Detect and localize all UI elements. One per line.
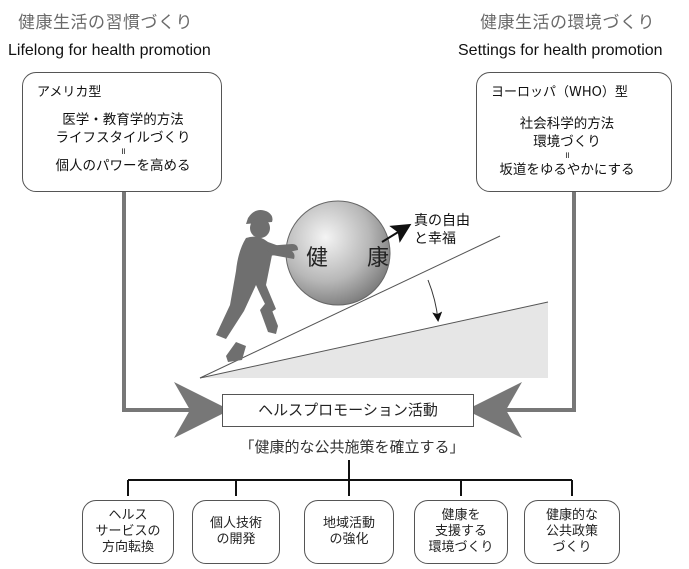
bottom-box-supportive-environments: 健康を 支援する 環境づくり	[414, 500, 508, 564]
europe-line1: 社会科学的方法	[519, 116, 615, 132]
right-connector-line	[466, 188, 576, 438]
bottom-box-line: 環境づくり	[428, 540, 494, 555]
bottom-box-line: 地域活動	[322, 516, 375, 531]
bottom-box-line: 公共政策	[545, 524, 598, 539]
climbing-figure	[216, 210, 298, 362]
america-type-label: アメリカ型	[37, 85, 102, 100]
bottom-box-line: づくり	[552, 540, 592, 555]
america-line2: ライフスタイルづくり	[55, 130, 191, 146]
goal-label: 真の自由 と幸福	[414, 212, 470, 248]
bottom-box-line: の開発	[216, 532, 256, 547]
goal-line2: と幸福	[414, 231, 456, 247]
left-heading-subtitle: Lifelong for health promotion	[8, 42, 211, 59]
bottom-box-line: 方向転換	[101, 540, 154, 555]
goal-line1: 真の自由	[414, 213, 470, 229]
bottom-box-line: 支援する	[434, 524, 487, 539]
europe-type-box: ヨーロッパ（WHO）型 社会科学的方法 環境づくり ॥ 坂道をゆるやかにする	[476, 72, 672, 192]
left-connector-line	[122, 188, 230, 438]
goal-arrow	[381, 223, 412, 243]
europe-equals: ॥	[564, 151, 570, 161]
right-heading-subtitle: Settings for health promotion	[458, 42, 663, 59]
bottom-box-line: 個人技術	[209, 516, 262, 531]
bottom-box-personal-skills: 個人技術 の開発	[192, 500, 280, 564]
america-line1: 医学・教育学的方法	[62, 112, 184, 128]
bottom-box-line: サービスの	[95, 524, 161, 539]
bottom-box-line: ヘルス	[108, 508, 148, 523]
right-heading-title: 健康生活の環境づくり	[480, 13, 655, 33]
bottom-box-community-action: 地域活動 の強化	[304, 500, 394, 564]
bottom-box-public-policy: 健康的な 公共政策 づくり	[524, 500, 620, 564]
bottom-box-line: 健康を	[441, 508, 481, 523]
europe-line2: 環境づくり	[533, 134, 601, 150]
america-line3: 個人のパワーを高める	[55, 158, 191, 174]
public-policy-motto: 「健康的な公共施策を確立する」	[239, 438, 465, 456]
ball-label: 健 康	[306, 246, 405, 271]
left-heading-title: 健康生活の習慣づくり	[18, 13, 193, 33]
slope-arrow	[427, 279, 443, 322]
bottom-box-line: の強化	[329, 532, 369, 547]
bottom-box-line: 健康的な	[545, 508, 598, 523]
health-promotion-box: ヘルスプロモーション活動	[222, 394, 474, 427]
steep-slope-line	[199, 235, 501, 379]
europe-type-label: ヨーロッパ（WHO）型	[491, 85, 628, 100]
gentle-slope-line	[199, 301, 549, 379]
europe-line3: 坂道をゆるやかにする	[499, 162, 635, 178]
bottom-box-health-services: ヘルス サービスの 方向転換	[82, 500, 174, 564]
america-equals: ॥	[120, 147, 126, 157]
america-type-box: アメリカ型 医学・教育学的方法 ライフスタイルづくり ॥ 個人のパワーを高める	[22, 72, 222, 192]
